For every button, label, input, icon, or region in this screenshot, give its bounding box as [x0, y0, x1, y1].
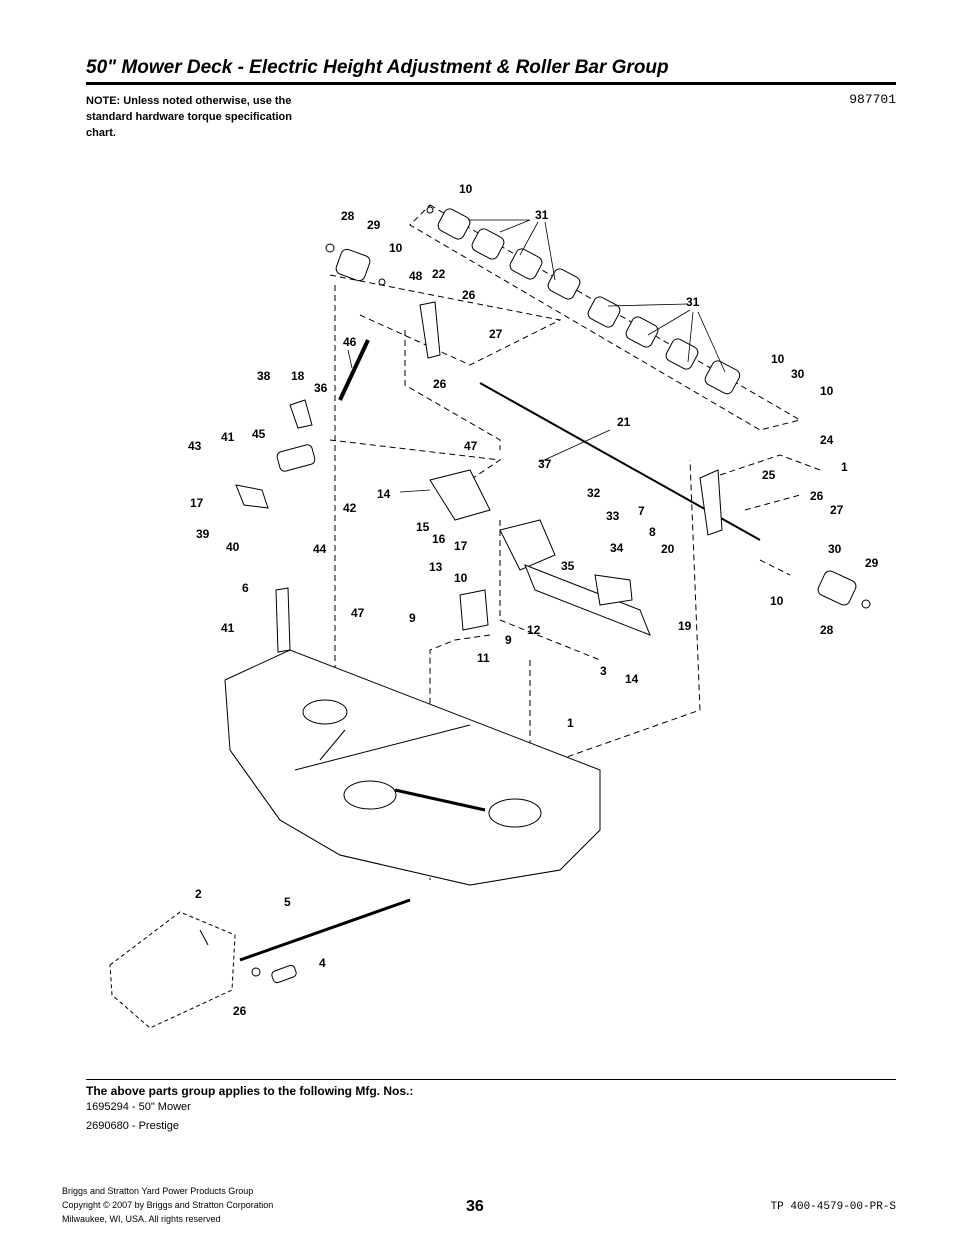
callout: 30 — [828, 542, 842, 556]
callout: 47 — [351, 606, 365, 620]
callout: 30 — [791, 367, 805, 381]
callout: 48 — [409, 269, 423, 283]
callout: 22 — [432, 267, 446, 281]
callout: 24 — [820, 433, 834, 447]
applies-heading: The above parts group applies to the fol… — [86, 1084, 414, 1098]
callout: 26 — [462, 288, 476, 302]
callout: 21 — [617, 415, 631, 429]
callout: 25 — [762, 468, 776, 482]
callout: 29 — [865, 556, 879, 570]
callout: 10 — [771, 352, 785, 366]
callout: 20 — [661, 542, 675, 556]
footer-company: Briggs and Stratton Yard Power Products … — [62, 1186, 254, 1196]
callout: 29 — [367, 218, 381, 232]
callout: 45 — [252, 427, 266, 441]
callout: 6 — [242, 581, 249, 595]
callout: 26 — [810, 489, 824, 503]
callout: 28 — [341, 209, 355, 223]
callout: 17 — [454, 539, 468, 553]
title-rule — [86, 82, 896, 85]
callout: 8 — [649, 525, 656, 539]
footer-company-block: Briggs and Stratton Yard Power Products … — [62, 1184, 273, 1226]
callout: 10 — [389, 241, 403, 255]
callout: 41 — [221, 621, 235, 635]
callout: 26 — [433, 377, 447, 391]
callout: 43 — [188, 439, 202, 453]
mfg-number-item: 1695294 - 50" Mower — [86, 1101, 191, 1113]
roller-left — [335, 248, 371, 282]
callout: 18 — [291, 369, 305, 383]
callout: 10 — [459, 182, 473, 196]
callout: 35 — [561, 559, 575, 573]
callout: 9 — [505, 633, 512, 647]
callout: 15 — [416, 520, 430, 534]
page-number: 36 — [466, 1198, 484, 1215]
callout: 1 — [567, 716, 574, 730]
callout: 39 — [196, 527, 210, 541]
footer-location: Milwaukee, WI, USA. All rights reserved — [62, 1214, 221, 1224]
callout: 40 — [226, 540, 240, 554]
callout: 4 — [319, 956, 326, 970]
callout: 27 — [830, 503, 844, 517]
callout: 36 — [314, 381, 328, 395]
page-title: 50" Mower Deck - Electric Height Adjustm… — [86, 57, 669, 78]
callout: 47 — [464, 439, 478, 453]
callout: 9 — [409, 611, 416, 625]
callout: 1 — [841, 460, 848, 474]
callout: 14 — [625, 672, 639, 686]
callout: 10 — [820, 384, 834, 398]
rod-5 — [239, 898, 411, 962]
callout: 31 — [686, 295, 700, 309]
callout: 34 — [610, 541, 624, 555]
callout: 31 — [535, 208, 549, 222]
callout: 37 — [538, 457, 552, 471]
mount-bracket — [109, 911, 236, 1029]
callout: 12 — [527, 623, 541, 637]
callout: 2 — [195, 887, 202, 901]
callout: 11 — [477, 651, 490, 665]
callout: 41 — [221, 430, 235, 444]
callout: 28 — [820, 623, 834, 637]
callout: 3 — [600, 664, 607, 678]
drawing-number: 987701 — [849, 92, 896, 107]
callout: 5 — [284, 895, 291, 909]
callout: 27 — [489, 327, 503, 341]
mower-deck — [224, 649, 601, 886]
callout: 7 — [638, 504, 645, 518]
callout: 10 — [770, 594, 784, 608]
doc-code: TP 400-4579-00-PR-S — [770, 1201, 896, 1213]
roller-set-top — [437, 208, 741, 395]
callout: 32 — [587, 486, 601, 500]
torque-note: NOTE: Unless noted otherwise, use the st… — [86, 95, 292, 139]
callout: 42 — [343, 501, 357, 515]
applies-rule — [86, 1079, 896, 1080]
callout: 19 — [678, 619, 692, 633]
callout: 46 — [343, 335, 357, 349]
mfg-number-item: 2690680 - Prestige — [86, 1120, 179, 1132]
callout: 33 — [606, 509, 620, 523]
callout: 44 — [313, 542, 327, 556]
callout: 26 — [233, 1004, 247, 1018]
callout: 16 — [432, 532, 446, 546]
callout: 10 — [454, 571, 468, 585]
callout-labels: 10 28 29 31 10 48 22 26 27 31 46 26 38 1… — [188, 182, 879, 1018]
callout: 38 — [257, 369, 271, 383]
callout: 14 — [377, 487, 391, 501]
callout: 13 — [429, 560, 443, 574]
callout: 17 — [190, 496, 204, 510]
footer-copyright: Copyright © 2007 by Briggs and Stratton … — [62, 1200, 274, 1210]
